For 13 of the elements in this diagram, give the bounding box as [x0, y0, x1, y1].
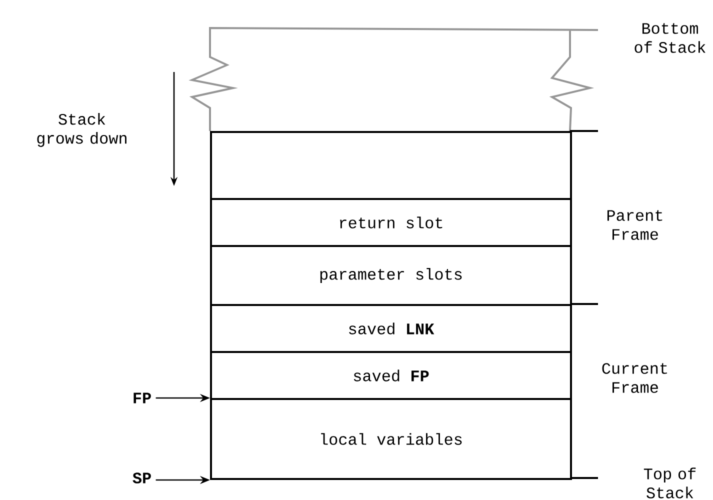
stack-cell: parameter slots	[210, 245, 572, 306]
side-label: Stack grows down	[37, 113, 126, 147]
empty-stack-cell	[210, 131, 572, 200]
stack-cell: local variables	[210, 398, 572, 480]
stack-cell: return slot	[210, 198, 572, 247]
pointer-label: FP	[134, 392, 151, 404]
side-label: Parent Frame	[607, 210, 662, 240]
pointer-label: SP	[132, 472, 151, 484]
side-label: Bottom of Stack	[634, 23, 706, 53]
side-label: Top of Stack	[644, 468, 696, 498]
stack-cell: saved FP	[210, 351, 572, 400]
side-label: Current Frame	[602, 363, 667, 393]
stack-cell: saved LNK	[210, 304, 572, 353]
